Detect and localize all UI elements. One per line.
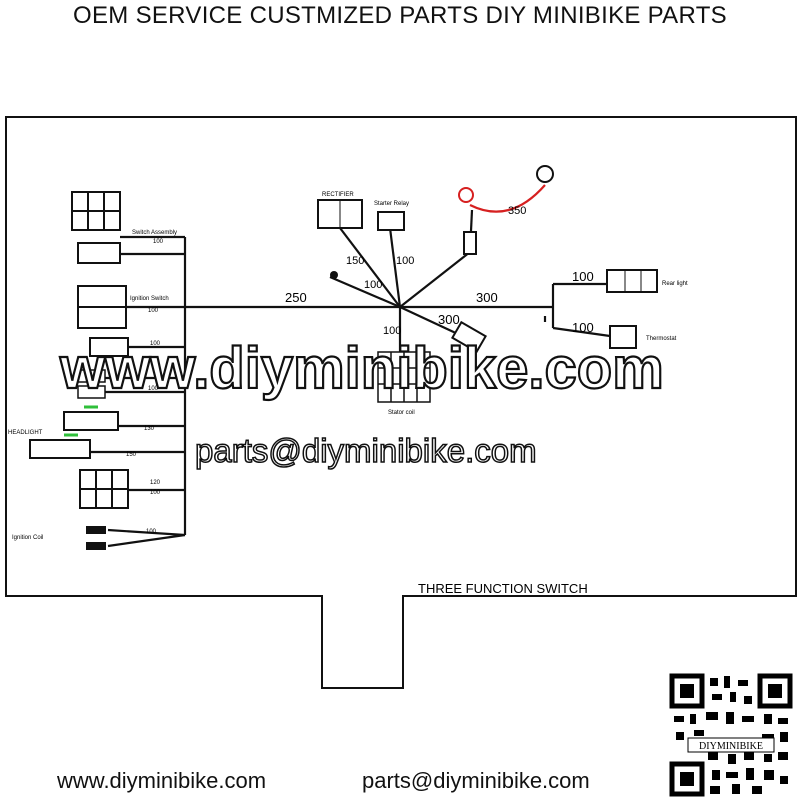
function-switch-label: THREE FUNCTION SWITCH	[418, 581, 588, 596]
switch-assembly-label: Switch Assembly	[132, 230, 177, 236]
stator-connector	[451, 320, 487, 354]
left-trunk-length: 100	[150, 490, 161, 496]
switch-assembly-plug	[77, 242, 121, 264]
headlight-label: HEADLIGHT	[8, 430, 43, 436]
wire-length-battery: 350	[508, 205, 526, 217]
watermark-email: parts@diyminibike.com	[195, 432, 537, 469]
left-trunk-length: 100	[148, 386, 159, 392]
left-trunk-length: 100	[148, 308, 159, 314]
fuse-holder	[463, 231, 477, 255]
aux-plug-1	[77, 369, 106, 383]
battery-terminal-icon	[458, 187, 474, 203]
aux-plug-2	[77, 385, 106, 399]
ground-ring-small-icon	[330, 271, 338, 279]
stator-coil-label: Stator coil	[388, 410, 415, 416]
wire-length-main-left: 250	[285, 290, 307, 305]
rear-light-label: Rear light	[662, 281, 688, 287]
ignition-coil-label: Ignition Coil	[12, 535, 43, 541]
ground-ring-icon	[536, 165, 554, 183]
left-trunk-length: 100	[146, 529, 157, 535]
footer-email[interactable]: parts@diyminibike.com	[362, 768, 590, 793]
footer-site[interactable]: www.diyminibike.com	[57, 768, 267, 793]
starter-relay-connector	[377, 211, 405, 231]
starter-relay-label: Starter Relay	[374, 201, 409, 207]
qr-code-icon: DIYMINIBIKE	[668, 672, 794, 798]
main-harness	[90, 209, 611, 548]
wire-length-stator-lower: 100	[383, 325, 401, 337]
qr-label: DIYMINIBIKE	[699, 741, 763, 752]
diagram-frame	[5, 116, 797, 689]
wire-length-rear-light: 100	[572, 269, 594, 284]
ignition-coil-plug-2	[86, 542, 106, 550]
ignition-switch-label: Ignition Switch	[130, 296, 169, 302]
lower-connector	[79, 469, 129, 509]
thermostat-connector	[609, 325, 637, 349]
page-title: OEM SERVICE CUSTMIZED PARTS DIY MINIBIKE…	[73, 2, 727, 29]
left-trunk-length: 100	[153, 239, 164, 245]
battery-wire	[469, 184, 546, 213]
ignition-switch-plug	[89, 337, 129, 357]
wire-length-stator-upper: 300	[438, 312, 460, 327]
wire-length-main-right: 300	[476, 290, 498, 305]
ignition-coil-plug-1	[86, 526, 106, 534]
wire-length-relay: 100	[396, 255, 414, 267]
wire-length-thermostat: 100	[572, 320, 594, 335]
thermostat-label: Thermostat	[646, 336, 677, 342]
left-trunk-length: 100	[150, 341, 161, 347]
ignition-switch-connector	[77, 285, 127, 329]
left-trunk-lengths: 100 100 100 100 130 150 120 100 100	[126, 239, 164, 535]
headlight-upper-connector	[63, 411, 119, 431]
headlight-connector	[29, 439, 91, 459]
left-trunk-length: 130	[144, 426, 155, 432]
left-trunk-length: 120	[150, 480, 161, 486]
rectifier-label: RECTIFIER	[322, 192, 354, 198]
rear-light-connector	[606, 269, 658, 293]
switch-assembly-connector	[71, 191, 121, 231]
stator-coil-block	[377, 351, 431, 403]
watermark-site: www.diyminibike.com	[59, 336, 664, 401]
left-trunk-length: 150	[126, 452, 137, 458]
wire-length-rectifier: 150	[346, 255, 364, 267]
wire-length-grounding: 100	[364, 279, 382, 291]
